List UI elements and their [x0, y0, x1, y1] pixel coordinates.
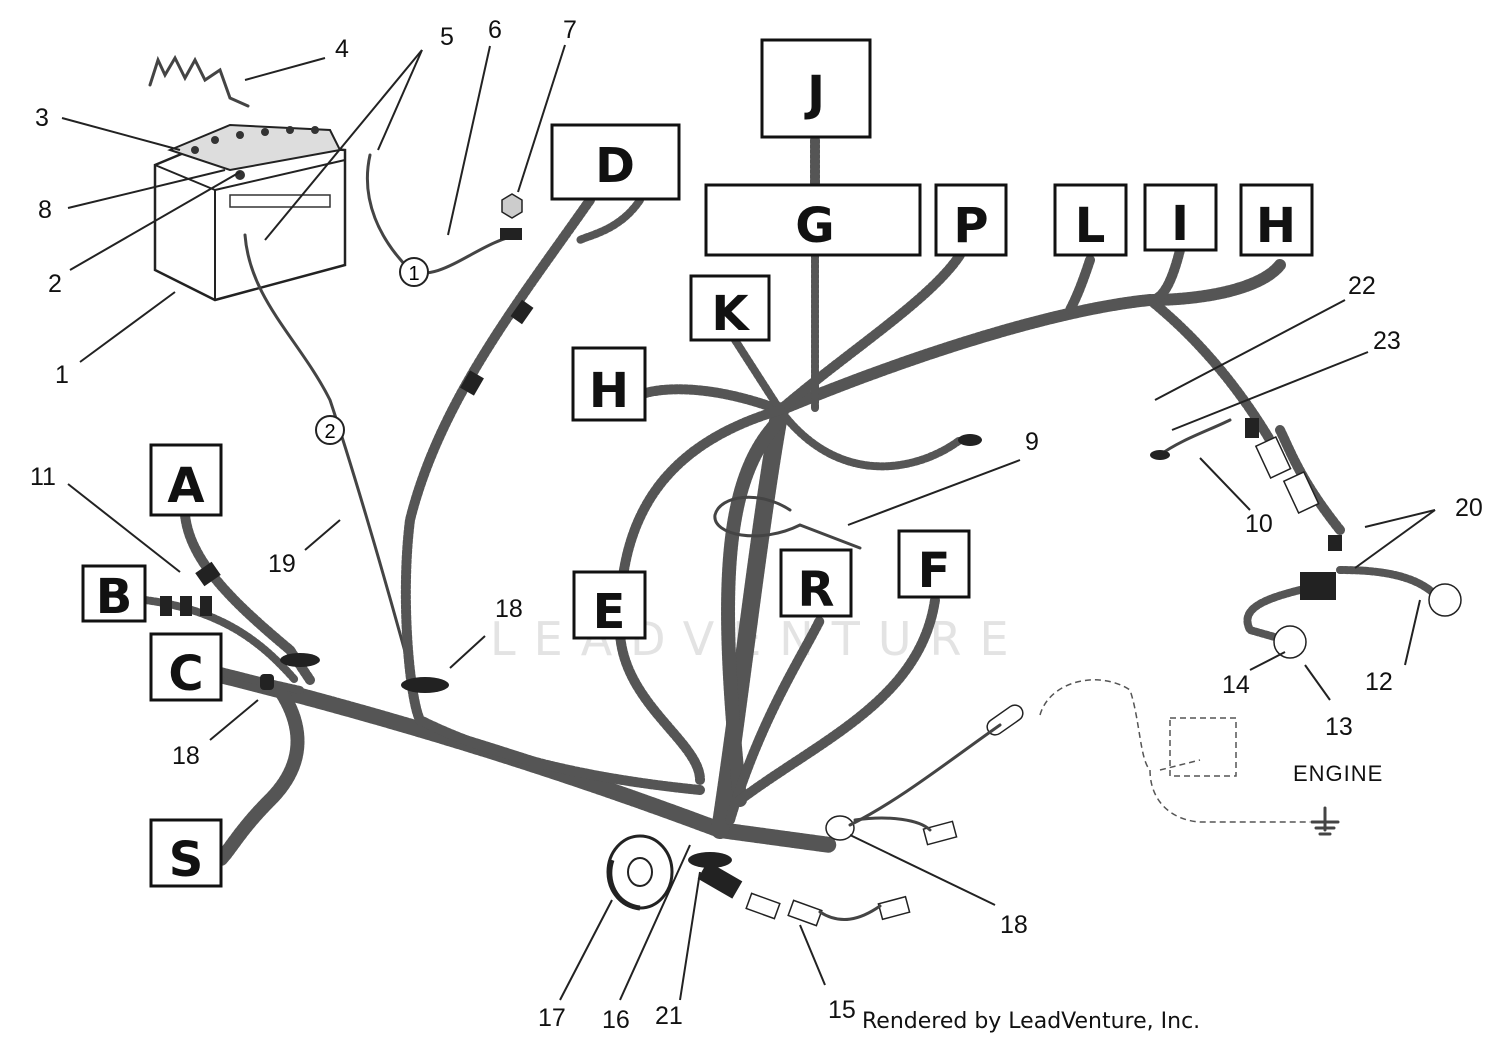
connector-box-b: B [81, 564, 147, 625]
connector-box-p: P [934, 183, 1008, 257]
callout-21: 21 [655, 1002, 683, 1030]
callout-18-left: 18 [172, 742, 200, 770]
svg-text:G: G [795, 198, 834, 254]
callout-15: 15 [828, 996, 856, 1024]
svg-text:A: A [167, 458, 204, 514]
svg-text:H: H [1256, 198, 1296, 254]
battery [153, 123, 347, 302]
watermark: LEADVENTURE [490, 612, 1027, 666]
svg-text:I: I [1171, 196, 1189, 252]
callout-7: 7 [563, 16, 577, 44]
engine-outline [1039, 679, 1340, 836]
connector-box-f: F [897, 529, 971, 599]
callout-22: 22 [1348, 272, 1376, 300]
callout-numbers: 1 2 3 4 5 6 7 8 9 10 11 12 13 14 15 16 1… [30, 16, 1483, 1034]
cable-terminal [500, 228, 522, 240]
callout-23: 23 [1373, 327, 1401, 355]
svg-text:D: D [595, 138, 635, 194]
hex-nut [501, 193, 523, 219]
connector-box-e: E [572, 570, 647, 640]
leader-lines [61, 44, 1436, 1001]
callout-13: 13 [1325, 713, 1353, 741]
lead-wire-2 [818, 904, 882, 921]
svg-text:E: E [593, 584, 626, 640]
svg-text:B: B [96, 569, 133, 625]
harness-fittings [160, 299, 1342, 899]
connector-box-a: A [149, 443, 223, 517]
callout-18-center: 18 [495, 595, 523, 623]
callout-8: 8 [38, 196, 52, 224]
connector-box-g: G [704, 183, 922, 257]
callout-6: 6 [488, 16, 502, 44]
svg-text:S: S [169, 832, 204, 888]
wire-10 [1158, 418, 1232, 457]
svg-text:K: K [711, 286, 750, 342]
callout-19: 19 [268, 550, 296, 578]
connector-box-d: D [550, 123, 681, 201]
harness-plugs [745, 435, 1462, 927]
connector-box-k: K [689, 274, 771, 342]
callout-14: 14 [1222, 671, 1250, 699]
svg-text:P: P [953, 198, 988, 254]
svg-text:C: C [168, 646, 203, 702]
ground-wire [848, 723, 1002, 827]
callout-12: 12 [1365, 668, 1393, 696]
loop-strap [713, 495, 862, 550]
connector-box-c: C [149, 632, 223, 702]
callout-5: 5 [440, 23, 454, 51]
grommet [606, 834, 674, 911]
callout-10: 10 [1245, 510, 1273, 538]
svg-text:L: L [1075, 198, 1106, 254]
svg-text:2: 2 [324, 421, 335, 443]
svg-text:1: 1 [408, 263, 419, 285]
svg-text:R: R [798, 562, 835, 618]
callout-4: 4 [335, 35, 349, 63]
callout-20: 20 [1455, 494, 1483, 522]
callout-2: 2 [48, 270, 62, 298]
callout-9: 9 [1025, 428, 1039, 456]
connector-box-i: I [1143, 183, 1218, 252]
connector-box-j: J [760, 38, 872, 139]
callout-3: 3 [35, 104, 49, 132]
credit-text: Rendered by LeadVenture, Inc. [862, 1009, 1200, 1034]
connector-box-h-right: H [1239, 183, 1314, 257]
callout-11: 11 [30, 463, 56, 491]
connector-box-h-left: H [571, 346, 647, 422]
battery-cable-positive [365, 153, 522, 275]
svg-text:H: H [589, 363, 629, 419]
callout-16: 16 [602, 1006, 630, 1034]
connector-box-r: R [779, 548, 853, 618]
vent-tube [148, 54, 250, 108]
battery-cable-negative [243, 233, 412, 672]
circled-marker-2: 2 [315, 415, 345, 445]
circled-marker-1: 1 [399, 257, 429, 287]
callout-1: 1 [55, 361, 69, 389]
svg-text:J: J [804, 66, 825, 122]
connector-box-l: L [1053, 183, 1128, 257]
engine-label: ENGINE [1293, 761, 1383, 786]
callout-17: 17 [538, 1004, 566, 1032]
lead-wire [853, 816, 932, 832]
connector-box-s: S [149, 818, 223, 888]
svg-text:F: F [918, 543, 951, 599]
callout-18-right: 18 [1000, 911, 1028, 939]
